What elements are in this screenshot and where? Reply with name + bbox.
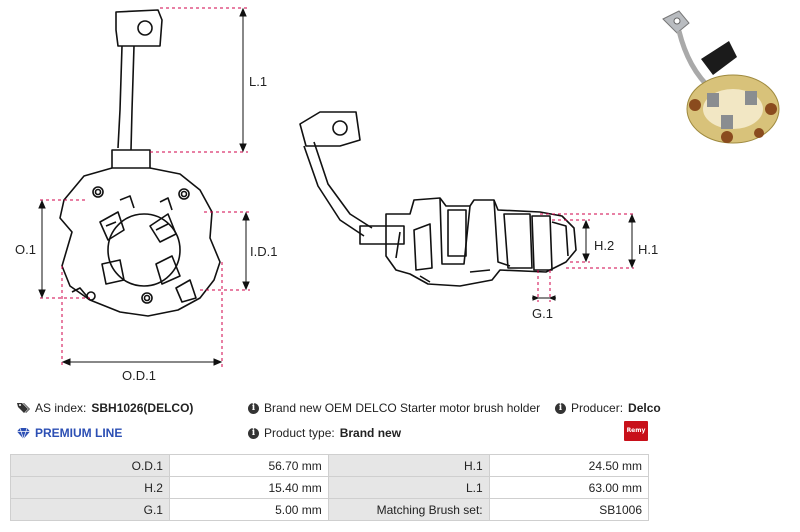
dim-label-o1: O.1 [15,242,36,257]
dim-label-l1: L.1 [249,74,267,89]
product-type-label: Product type: [264,426,335,440]
product-photo [655,5,795,155]
spec-value: 63.00 mm [488,476,650,499]
dim-label-g1: G.1 [532,306,553,321]
producer-logo: Remy [624,421,648,441]
technical-drawing: L.1 O.1 I.D.1 O.D.1 H.2 H.1 G.1 [15,7,658,383]
premium-line-row: PREMIUM LINE [17,426,122,440]
producer-row: i Producer: Delco [555,401,661,415]
terminal-tab-side [299,111,361,147]
product-type-value: Brand new [339,426,402,440]
dim-label-id1: I.D.1 [250,244,277,259]
dim-label-h1: H.1 [638,242,658,257]
product-description: Brand new OEM DELCO Starter motor brush … [264,401,541,415]
terminal-tab [115,9,163,47]
description-row: i Brand new OEM DELCO Starter motor brus… [248,401,540,415]
info-circle-icon: i [248,402,259,414]
premium-line-label: PREMIUM LINE [35,426,123,440]
spec-value: SB1006 [488,498,650,521]
spec-value: 15.40 mm [168,476,329,499]
brush-holder-side [385,197,577,287]
spec-label: Matching Brush set: [327,498,490,521]
producer-value: Delco [628,401,661,415]
spec-label: G.1 [10,498,170,521]
diamond-icon [17,427,30,439]
dim-label-h2: H.2 [594,238,614,253]
tags-icon [17,402,30,414]
info-circle-icon: i [248,427,259,439]
spec-value: 24.50 mm [488,454,650,477]
product-type-row: i Product type: Brand new [248,426,401,440]
spec-label: L.1 [327,476,490,499]
info-circle-icon: i [555,402,566,414]
spec-label: H.2 [10,476,170,499]
producer-label: Producer: [571,401,624,415]
as-index-row: AS index: SBH1026(DELCO) [17,401,193,415]
as-index-label: AS index: [35,401,87,415]
spec-label: H.1 [327,454,490,477]
spec-value: 56.70 mm [168,454,329,477]
spec-label: O.D.1 [10,454,170,477]
as-index-value: SBH1026(DELCO) [91,401,194,415]
spec-value: 5.00 mm [168,498,329,521]
dim-label-od1: O.D.1 [122,368,156,383]
